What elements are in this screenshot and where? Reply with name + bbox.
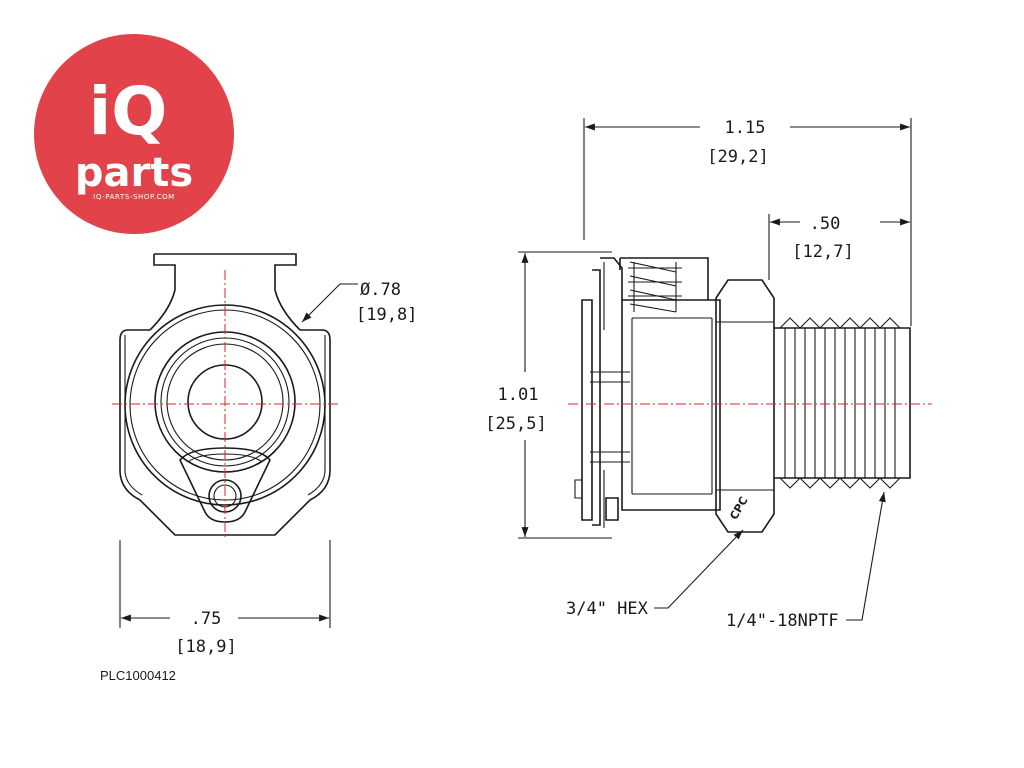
thread-length-inch: .50 bbox=[810, 214, 841, 234]
diameter-inch: Ø.78 bbox=[360, 280, 401, 300]
diameter-dimension: Ø.78 [19,8] bbox=[301, 280, 417, 325]
width-dimension: .75 [18,9] bbox=[119, 540, 331, 657]
overall-length-mm: [29,2] bbox=[707, 147, 768, 167]
hex-callout-label: 3/4" HEX bbox=[566, 599, 649, 619]
thread-length-mm: [12,7] bbox=[792, 242, 853, 262]
width-mm: [18,9] bbox=[175, 637, 236, 657]
side-view: CPC bbox=[568, 257, 932, 533]
height-dimension: 1.01 [25,5] bbox=[485, 251, 612, 539]
part-number: PLC1000412 bbox=[100, 668, 176, 683]
hex-callout: 3/4" HEX bbox=[566, 529, 744, 619]
thread-callout: 1/4"-18NPTF bbox=[726, 491, 886, 631]
overall-length-inch: 1.15 bbox=[725, 118, 766, 138]
logo-brand-parts: parts bbox=[75, 150, 193, 196]
logo-badge bbox=[34, 34, 234, 234]
logo-website: IQ-PARTS-SHOP.COM bbox=[93, 193, 175, 201]
overall-length-dimension: 1.15 [29,2] bbox=[583, 118, 912, 326]
thread-callout-label: 1/4"-18NPTF bbox=[726, 611, 839, 631]
front-view bbox=[112, 253, 338, 540]
marking-cpc: CPC bbox=[727, 495, 750, 522]
diameter-mm: [19,8] bbox=[356, 305, 417, 325]
iq-parts-logo: iQ parts IQ-PARTS-SHOP.COM bbox=[34, 34, 234, 234]
width-inch: .75 bbox=[191, 609, 222, 629]
thread-length-dimension: .50 [12,7] bbox=[768, 214, 910, 280]
logo-brand-iq: iQ bbox=[89, 73, 168, 150]
height-inch: 1.01 bbox=[498, 385, 539, 405]
height-mm: [25,5] bbox=[485, 414, 546, 434]
